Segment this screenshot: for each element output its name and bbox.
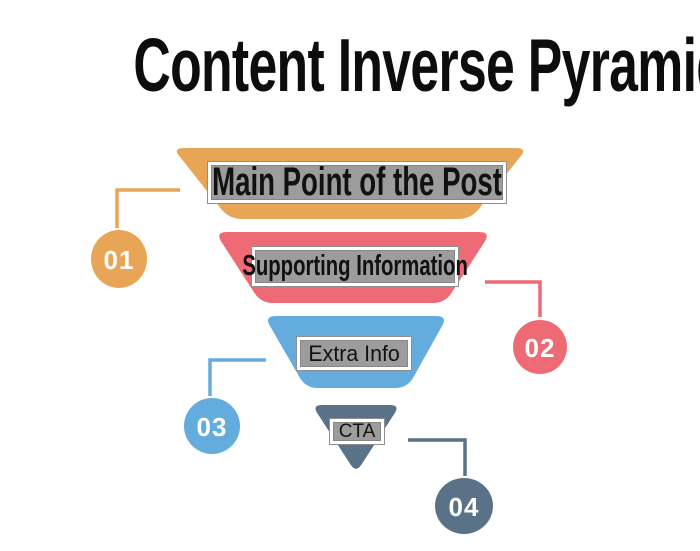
connector-step-2 (485, 280, 542, 317)
label-plate-cta: CTA (329, 418, 385, 445)
label-plate-extra-info: Extra Info (296, 336, 412, 371)
diagram-title: Content Inverse Pyramid (0, 22, 700, 108)
step-4-badge-circle (435, 478, 493, 534)
connector-step-1 (115, 188, 180, 228)
step-2-badge-circle (513, 320, 567, 374)
step-3-badge-circle (184, 398, 240, 454)
label-plate-supporting-information: Supporting Information (242, 246, 468, 287)
label-text-supporting-information: Supporting Information (242, 250, 468, 282)
label-plate-main-point: Main Point of the Post (207, 160, 507, 204)
label-text-cta: CTA (338, 420, 376, 442)
connector-step-4 (408, 438, 467, 476)
step-1-badge-number: 01 (104, 245, 135, 275)
step-4-badge-number: 04 (449, 492, 480, 522)
connector-step-3 (208, 358, 266, 396)
step-2-badge-number: 02 (525, 333, 556, 363)
diagram-title-text: Content Inverse Pyramid (133, 23, 700, 107)
step-1-badge-circle (91, 230, 147, 288)
step-3-badge-number: 03 (197, 412, 228, 442)
label-text-extra-info: Extra Info (308, 340, 400, 366)
label-text-main-point: Main Point of the Post (212, 160, 502, 204)
